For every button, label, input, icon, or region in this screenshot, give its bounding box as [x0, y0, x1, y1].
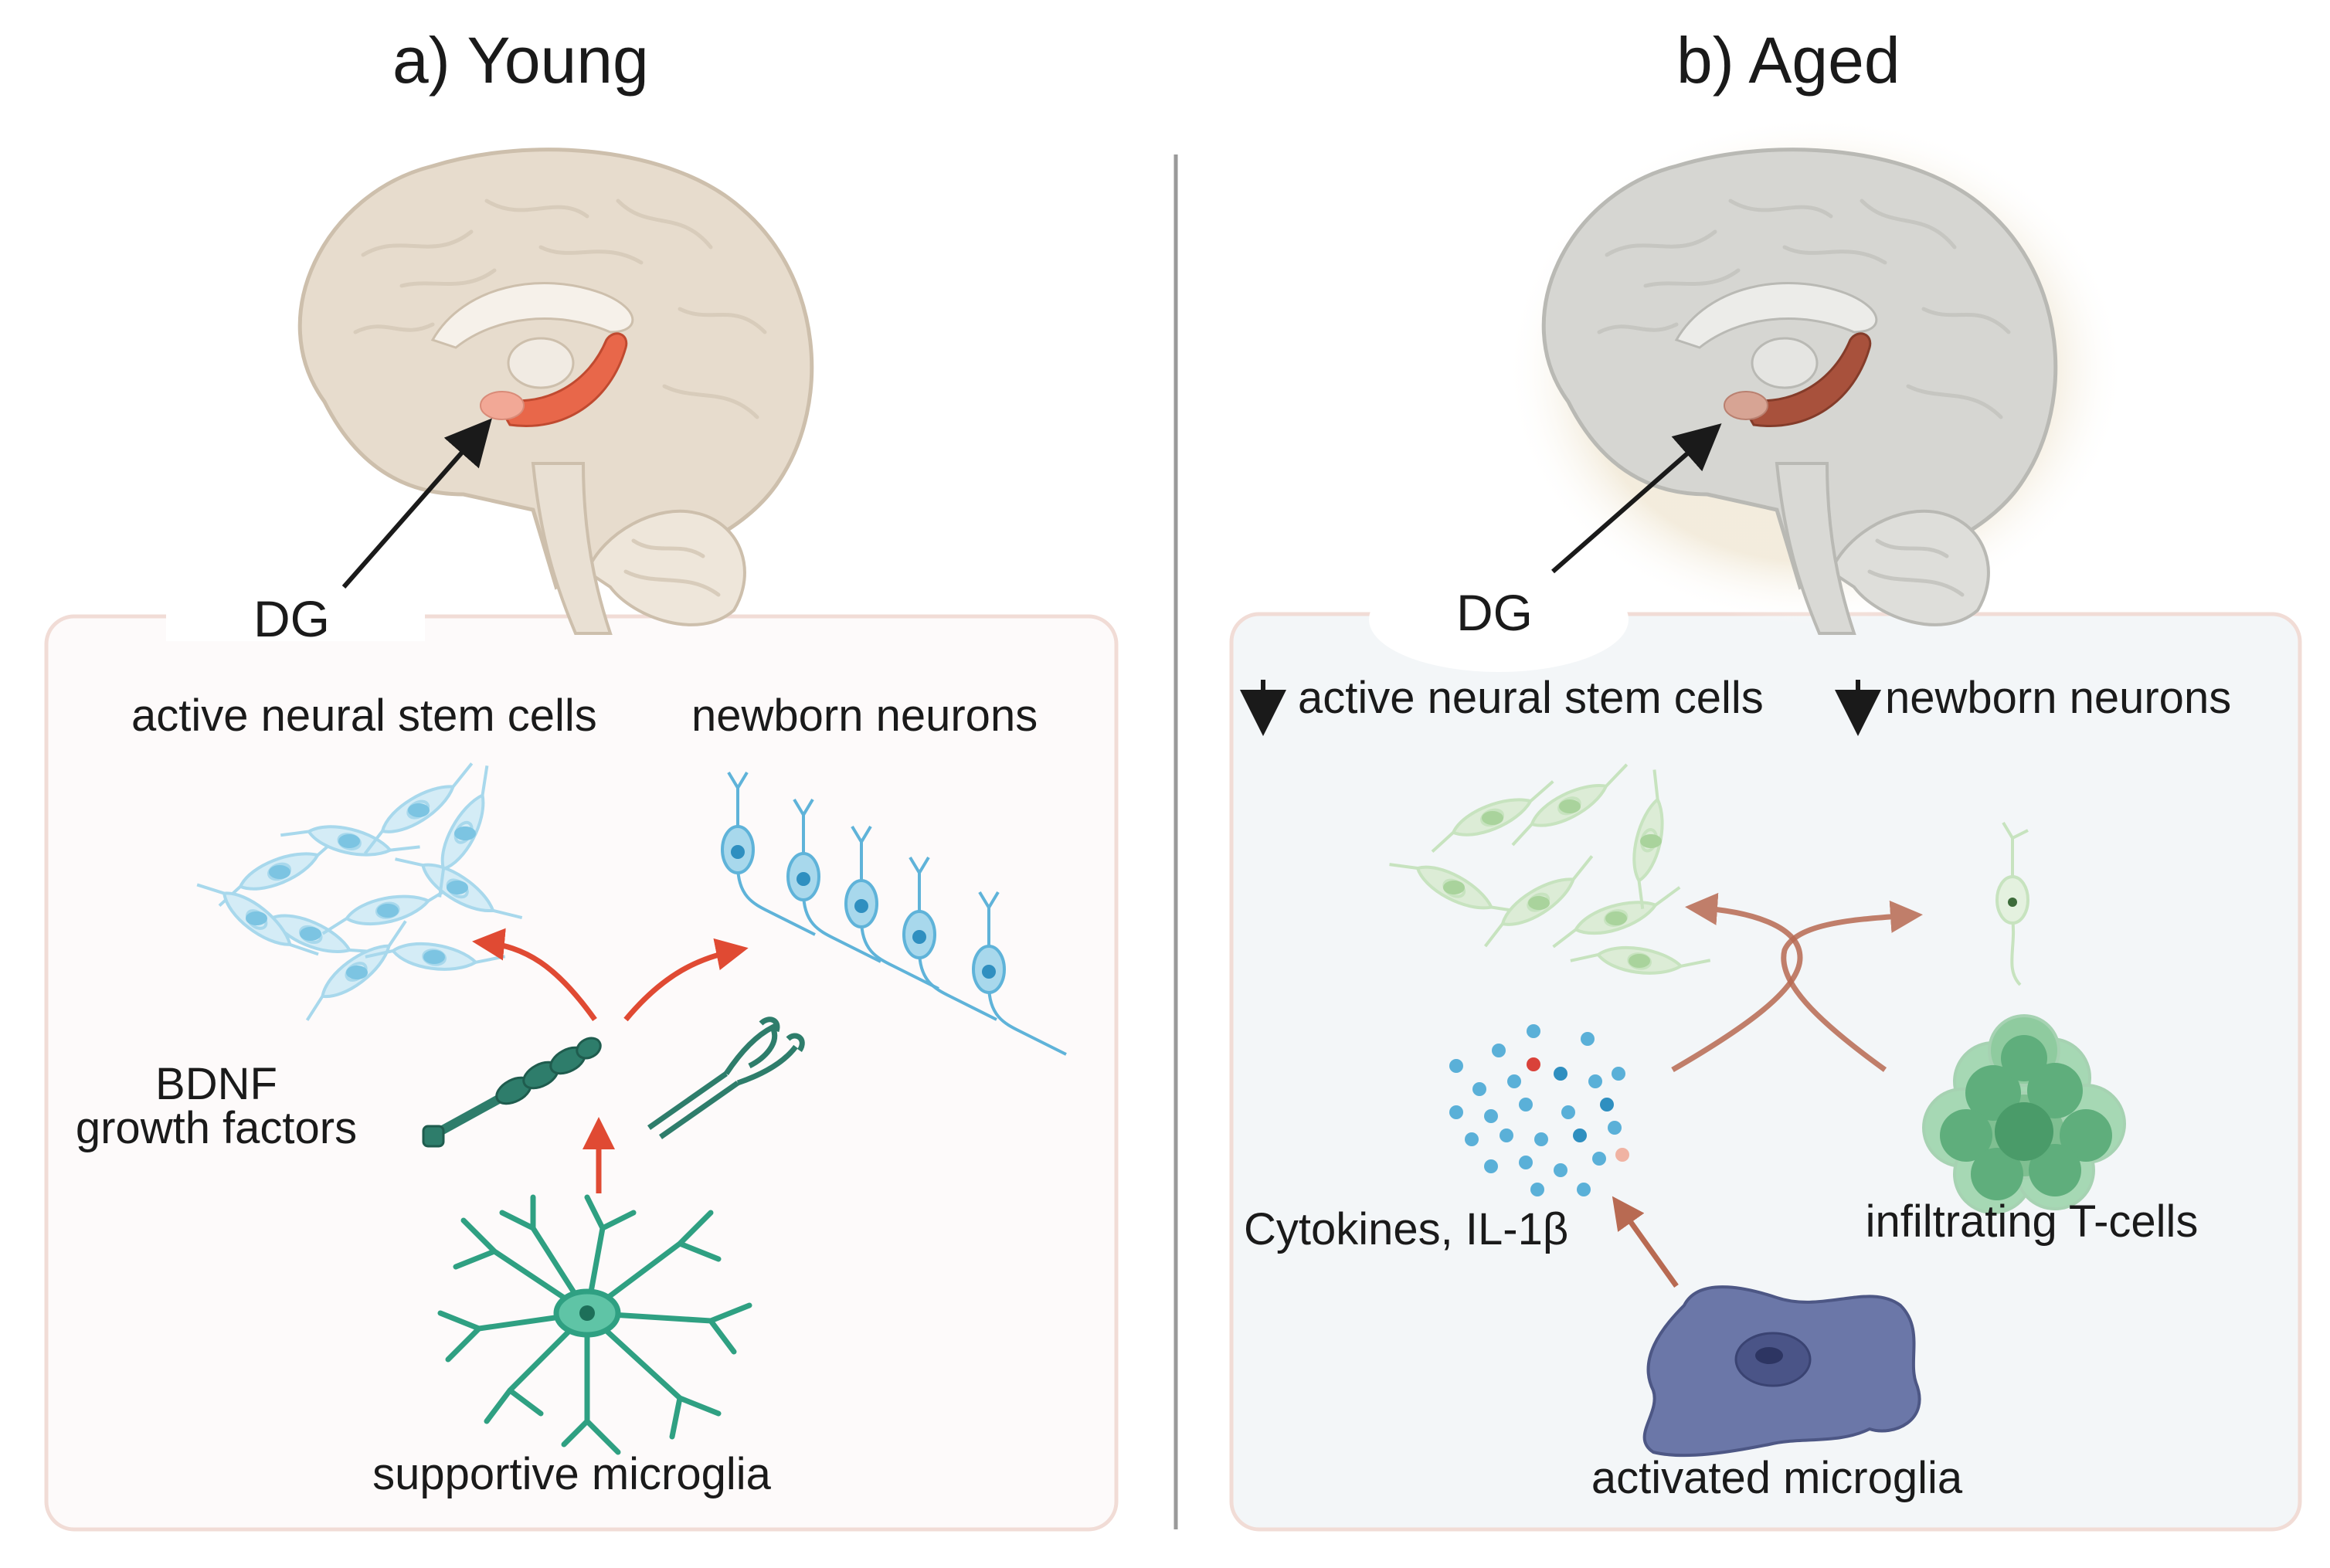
supportive-microglia-label: supportive microglia — [372, 1449, 771, 1499]
aged-decrease-arrows — [1240, 680, 1881, 736]
aged-dg-label: DG — [1456, 584, 1533, 641]
growth-factor-receptor — [647, 1016, 805, 1139]
aged-stem-cells-label: active neural stem cells — [1298, 673, 1764, 723]
infiltrating-tcells-label: infiltrating T-cells — [1865, 1196, 2199, 1247]
young-stem-cells-label: active neural stem cells — [131, 691, 597, 741]
aged-panel-title: b) Aged — [1676, 24, 1900, 97]
arrow-to-aged-newborn-neuron — [1781, 900, 1923, 1072]
arrow-microglia-to-cytokines — [1612, 1196, 1679, 1288]
young-stem-cell-nuclei — [246, 803, 476, 979]
arrow-to-aged-stem-cells — [1671, 892, 1803, 1073]
aged-stem-cell-nuclei — [1443, 799, 1662, 968]
activated-microglia-label: activated microglia — [1591, 1453, 1963, 1503]
hippocampus-aged — [1735, 332, 1872, 427]
infiltrating-tcell-cluster — [1922, 1014, 2126, 1214]
young-dg-label: DG — [253, 590, 330, 647]
supportive-microglia-cell — [437, 1194, 752, 1455]
aged-dg-pointer-arrow — [1551, 423, 1722, 574]
aged-brain-illustration — [1506, 116, 2125, 635]
young-panel-frame — [44, 595, 1119, 1532]
young-dg-pointer-arrow — [341, 418, 492, 589]
young-newborn-neurons — [721, 771, 1067, 1056]
bdnf-label: BDNF — [155, 1059, 277, 1109]
cytokines-label: Cytokines, IL-1β — [1244, 1204, 1569, 1254]
arrow-to-stem-cells — [472, 928, 597, 1022]
young-newborn-neurons-label: newborn neurons — [691, 691, 1038, 741]
aged-crossing-arrows — [1612, 892, 1923, 1288]
bdnf-molecule-chain — [422, 1037, 602, 1148]
activated-microglia-cell — [1642, 1285, 1921, 1458]
young-panel-title: a) Young — [392, 24, 649, 97]
arrow-to-newborn-neurons — [623, 938, 749, 1022]
aged-newborn-neuron — [1995, 821, 2029, 986]
hippocampus-young — [491, 332, 628, 427]
young-signal-arrows — [472, 928, 749, 1193]
cytokine-particles — [1449, 1024, 1629, 1196]
aged-newborn-neurons-label: newborn neurons — [1885, 673, 2232, 723]
young-brain-illustration — [297, 148, 814, 635]
growth-factors-label: growth factors — [75, 1103, 358, 1153]
